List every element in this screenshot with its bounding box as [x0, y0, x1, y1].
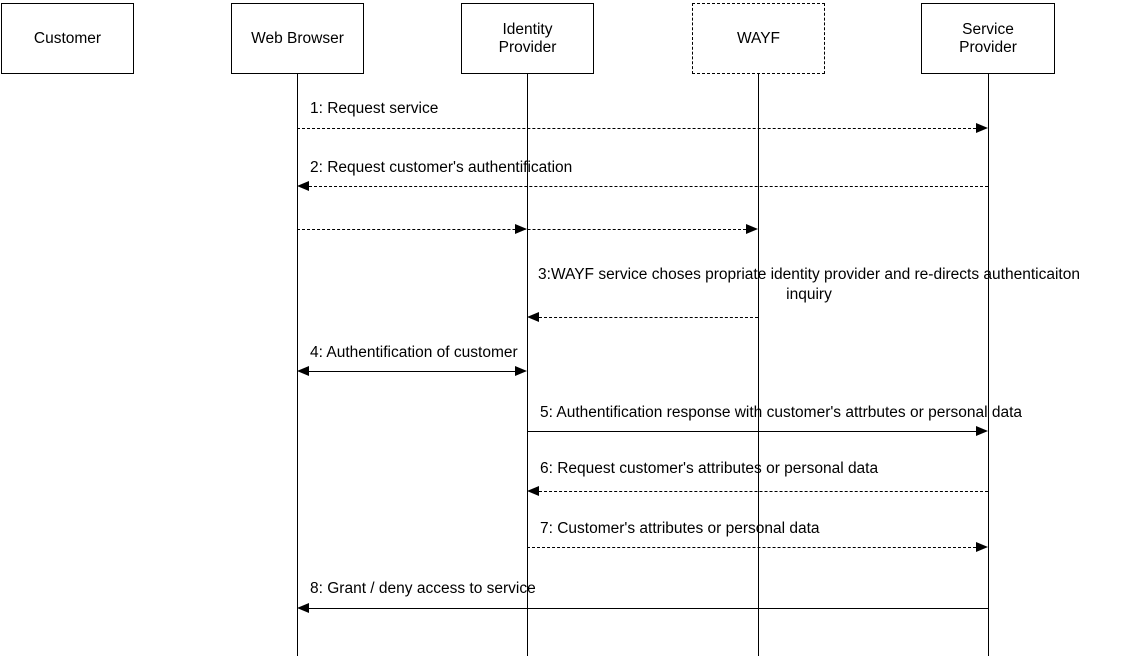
message-arrowhead-8	[297, 603, 309, 613]
message-label-4: 4: Authentification of customer	[310, 344, 518, 361]
lifeline-web-browser	[297, 74, 298, 656]
message-arrowhead-3	[527, 312, 539, 322]
identity-provider-label-line1: Identity	[502, 20, 553, 38]
participant-box-service-provider[interactable]: Service Provider	[921, 3, 1055, 74]
message-arrowhead-5	[976, 426, 988, 436]
participant-label-customer: Customer	[33, 29, 102, 47]
lifeline-identity-provider	[527, 74, 528, 656]
message-arrowhead-redirect-to-wayf	[746, 224, 758, 234]
participant-label-wayf: WAYF	[736, 29, 781, 47]
service-provider-label-line2: Provider	[959, 38, 1017, 56]
message-line-2	[309, 186, 988, 187]
message-line-7	[527, 547, 976, 548]
message-arrowhead-6	[527, 486, 539, 496]
message-label-3: 3:WAYF service choses propriate identity…	[538, 265, 1080, 306]
message-arrowhead-4-left	[297, 366, 309, 376]
message-arrowhead-2	[297, 181, 309, 191]
participant-box-customer[interactable]: Customer	[1, 3, 134, 74]
service-provider-label-line1: Service	[962, 20, 1014, 38]
message-line-4	[309, 371, 515, 372]
message-line-5	[527, 431, 976, 432]
message-label-2: 2: Request customer's authentification	[310, 159, 573, 176]
participant-label-identity-provider: Identity Provider	[499, 21, 557, 57]
message-label-3-line2: authenticaiton inquiry	[786, 266, 1080, 304]
message-arrowhead-1	[976, 123, 988, 133]
message-arrowhead-redirect-midpoint	[515, 224, 527, 234]
participant-label-web-browser: Web Browser	[251, 29, 344, 47]
message-line-6	[539, 491, 988, 492]
lifeline-wayf	[758, 74, 759, 656]
participant-box-wayf[interactable]: WAYF	[692, 3, 825, 74]
message-arrowhead-4-right	[515, 366, 527, 376]
identity-provider-label-line2: Provider	[498, 38, 557, 56]
participant-box-web-browser[interactable]: Web Browser	[231, 3, 364, 74]
message-label-1: 1: Request service	[310, 100, 439, 117]
participant-label-service-provider: Service Provider	[959, 21, 1017, 57]
message-label-5: 5: Authentification response with custom…	[540, 404, 1023, 421]
participant-box-identity-provider[interactable]: Identity Provider	[461, 3, 594, 74]
message-line-1	[297, 128, 976, 129]
lifeline-service-provider	[988, 74, 989, 656]
message-label-3-line1: 3:WAYF service choses propriate identity…	[538, 266, 980, 283]
message-line-3	[539, 317, 758, 318]
message-line-8	[309, 608, 988, 609]
message-label-6: 6: Request customer's attributes or pers…	[540, 460, 879, 477]
message-label-7: 7: Customer's attributes or personal dat…	[540, 520, 820, 537]
message-label-8: 8: Grant / deny access to service	[310, 580, 536, 597]
message-arrowhead-7	[976, 542, 988, 552]
